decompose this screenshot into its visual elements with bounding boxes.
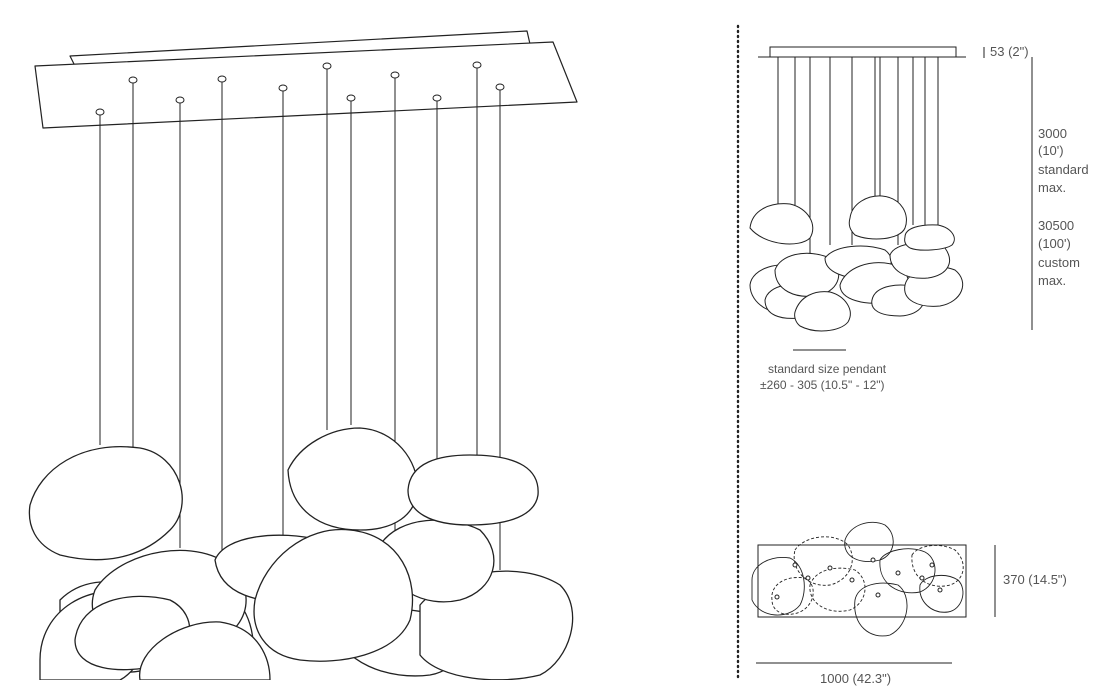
elevation-pendants — [749, 195, 964, 332]
elevation-view — [749, 46, 1033, 351]
plan-cable-points — [774, 557, 943, 600]
perspective-view — [28, 30, 578, 680]
length-standard-max: max. — [1038, 180, 1067, 195]
plan-depth-label: 370 (14.5") — [1003, 572, 1067, 587]
plan-view — [751, 521, 996, 664]
length-standard-imperial: (10') — [1038, 143, 1064, 158]
elevation-canopy — [769, 46, 957, 58]
length-standard-label: standard — [1038, 162, 1089, 177]
canopy-base — [34, 41, 578, 129]
length-standard-value: 3000 — [1038, 126, 1067, 141]
canopy-height-label: 53 (2") — [990, 44, 1029, 59]
length-custom-imperial: (100') — [1038, 236, 1071, 251]
cable-ferrules — [95, 61, 505, 116]
plan-pendant-outlines — [751, 521, 964, 637]
plan-canopy-outline — [757, 544, 967, 618]
length-custom-label: custom — [1038, 255, 1080, 270]
length-custom-max: max. — [1038, 273, 1067, 288]
plan-width-label: 1000 (42.3") — [820, 671, 892, 686]
pendant-size-value: ±260 - 305 (10.5" - 12") — [760, 378, 885, 392]
pendant-size-label: standard size pendant — [768, 362, 887, 376]
length-custom-value: 30500 — [1038, 218, 1075, 233]
glass-pendants — [28, 427, 574, 680]
